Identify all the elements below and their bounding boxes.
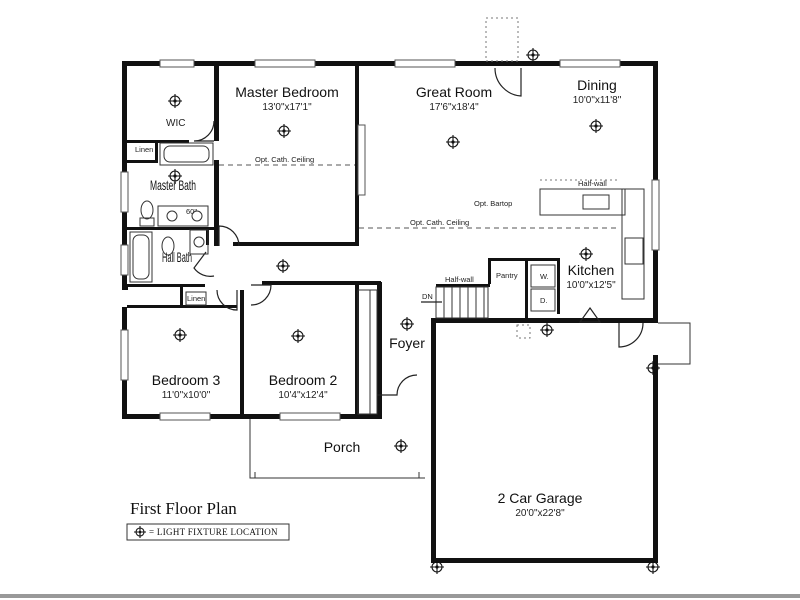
light-fixture-icon (540, 323, 554, 337)
windows (120, 59, 660, 421)
garage-dims: 20'0"x22'8" (515, 508, 565, 519)
light-fixture-icon (400, 317, 414, 331)
kitchen-name: Kitchen (568, 262, 615, 278)
master-bath-name: Master Bath (150, 177, 196, 193)
plumbing-fixtures (129, 142, 644, 312)
master-bedroom-name: Master Bedroom (235, 84, 338, 100)
dryer-label: D. (540, 296, 548, 305)
light-fixture-icon (446, 135, 460, 149)
bedroom-3-dims: 11'0"x10'0" (162, 390, 211, 401)
light-fixture-icon (589, 119, 603, 133)
master-bedroom-dims: 13'0"x17'1" (262, 102, 312, 113)
exterior-walls (122, 61, 658, 563)
great-room-name: Great Room (416, 84, 492, 100)
half-wall-kitchen-note: Half-wall (578, 179, 607, 188)
kitchen-dims: 10'0"x12'5" (566, 280, 616, 291)
plan-title-block: First Floor Plan = LIGHT FIXTURE LOCATIO… (126, 499, 290, 541)
pantry-label: Pantry (496, 271, 518, 280)
porch-name: Porch (324, 439, 361, 455)
master-bath-tub-note: 60" (186, 207, 197, 216)
bedroom-2-name: Bedroom 2 (269, 372, 338, 388)
opt-bartop-note: Opt. Bartop (474, 199, 512, 208)
light-fixture-icon (579, 247, 593, 261)
garage-name: 2 Car Garage (498, 490, 583, 506)
light-fixture-icon (430, 560, 444, 574)
bedroom-3-name: Bedroom 3 (152, 372, 221, 388)
doors (193, 67, 644, 415)
room-labels: Master Bedroom 13'0"x17'1" Great Room 17… (135, 77, 622, 519)
light-fixture-icon (173, 328, 187, 342)
light-fixture-icon (646, 560, 660, 574)
foyer-name: Foyer (389, 335, 425, 351)
light-fixture-icon (134, 526, 146, 538)
stair-down-note: DN (422, 292, 433, 301)
light-fixtures (168, 48, 660, 574)
hall-bath-name: Hall Bath (162, 249, 192, 265)
linen-top-label: Linen (135, 145, 153, 154)
washer-label: W. (540, 272, 549, 281)
light-fixture-icon (168, 94, 182, 108)
stairs (421, 286, 489, 319)
legend-text: = LIGHT FIXTURE LOCATION (149, 527, 278, 537)
dining-dims: 10'0"x11'8" (573, 95, 622, 106)
linen-bottom-label: Linen (187, 294, 205, 303)
light-fixture-icon (291, 329, 305, 343)
annotations: Opt. Cath. Ceiling Opt. Cath. Ceiling Op… (255, 155, 607, 301)
light-fixture-icon (276, 259, 290, 273)
opt-cath-ceiling-great-note: Opt. Cath. Ceiling (410, 218, 469, 227)
opt-cath-ceiling-master-note: Opt. Cath. Ceiling (255, 155, 314, 164)
light-fixture-icon (394, 439, 408, 453)
plan-title: First Floor Plan (130, 499, 237, 518)
light-fixture-icon (168, 169, 182, 183)
light-fixture-icon (277, 124, 291, 138)
wic-label: WIC (166, 118, 185, 129)
interior-walls (127, 61, 645, 414)
great-room-dims: 17'6"x18'4" (429, 102, 479, 113)
light-fixture-icon (646, 361, 660, 375)
dashed-lines (0, 17, 800, 598)
dining-name: Dining (577, 77, 617, 93)
light-fixture-icon (526, 48, 540, 62)
half-wall-stair-note: Half-wall (445, 275, 474, 284)
bedroom-2-dims: 10'4"x12'4" (278, 390, 328, 401)
